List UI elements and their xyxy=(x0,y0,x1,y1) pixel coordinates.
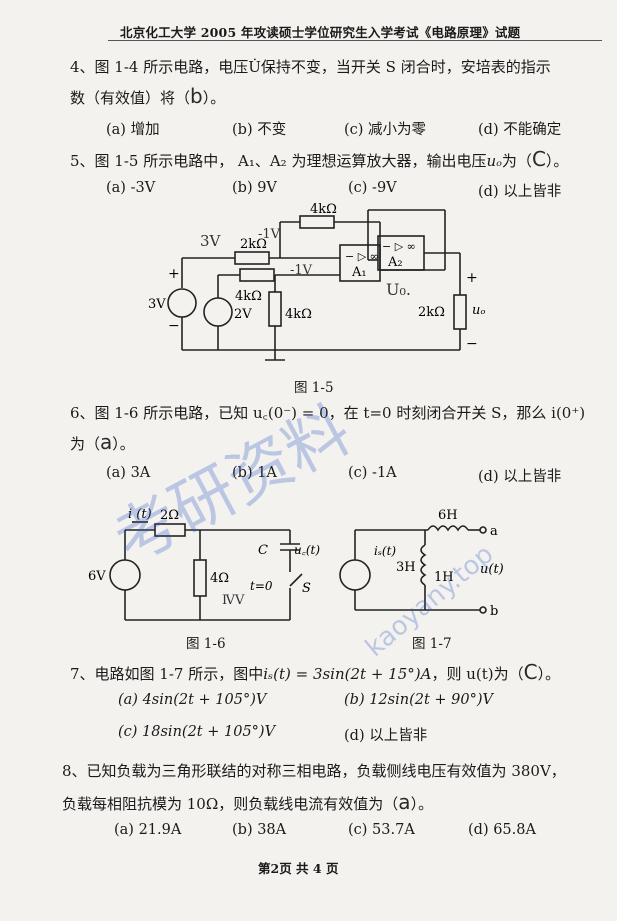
q7-text-c: ）。 xyxy=(537,665,561,683)
q4-option-b: (b) 不变 xyxy=(232,122,287,138)
q7-text: 7、电路如图 1-7 所示，图中 xyxy=(70,665,264,683)
fig5-handnote-3v: 3V xyxy=(200,232,222,250)
q4-option-a: (a) 增加 xyxy=(106,122,160,138)
fig6-switch-label: S xyxy=(302,581,311,596)
figure-1-5: 4kΩ 2kΩ 4kΩ 4kΩ 2kΩ 3V 2V − ▷ ∞ A₁ − ▷ ∞… xyxy=(148,202,485,361)
q7-line1: 7、电路如图 1-7 所示，图中iₛ(t) = 3sin(2t + 15°)A，… xyxy=(70,660,560,684)
q4-line1: 4、图 1-4 所示电路，电压U̇保持不变，当开关 S 闭合时，安培表的指示 xyxy=(70,58,551,76)
header-rule xyxy=(108,40,602,41)
q5-uo: uₒ xyxy=(486,152,502,170)
fig5-plus-2: + xyxy=(466,270,478,286)
fig5-r-ground: 4kΩ xyxy=(285,307,312,322)
q8-option-d: (d) 65.8A xyxy=(468,822,536,838)
q6-text: 为（ xyxy=(70,435,101,453)
q4-line2: 数（有效值）将（b）。 xyxy=(70,84,225,108)
q5-option-a: (a) -3V xyxy=(106,180,156,196)
q5-option-d: (d) 以上皆非 xyxy=(478,184,562,200)
fig5-minus-1: − xyxy=(168,318,180,334)
q4-handwritten-answer: b xyxy=(190,84,203,108)
fig5-r-mid: 4kΩ xyxy=(235,289,262,304)
q5-handwritten-answer: C xyxy=(531,147,546,171)
q6-line1: 6、图 1-6 所示电路，已知 u꜀(0⁻) = 0，在 t=0 时刻闭合开关 … xyxy=(70,404,586,422)
fig5-out: uₒ xyxy=(472,303,485,318)
q6-option-d: (d) 以上皆非 xyxy=(478,469,562,485)
q8-text-b: ）。 xyxy=(410,795,434,813)
fig5-minus-2: − xyxy=(466,336,478,352)
fig6-cap: C xyxy=(258,543,268,558)
fig7-caption: 图 1-7 xyxy=(412,636,452,652)
q5-text-c: ）。 xyxy=(545,152,569,170)
figure-1-6: i (t) 2Ω 4Ω 6V C C u꜀(t) t=0 S ⅣⅤ xyxy=(88,507,320,621)
fig6-current: i (t) xyxy=(128,507,152,522)
q7-formula: iₛ(t) = 3sin(2t + 15°)A xyxy=(263,665,432,683)
q8-option-a: (a) 21.9A xyxy=(114,822,182,838)
q4-option-d: (d) 不能确定 xyxy=(478,122,562,138)
page-header: 北京化工大学 2005 年攻读硕士学位研究生入学考试《电路原理》试题 xyxy=(120,25,521,40)
q4-line2-end: ）。 xyxy=(202,89,226,107)
fig6-uc: u꜀(t) xyxy=(294,543,320,557)
q8-line1: 8、已知负载为三角形联结的对称三相电路，负载侧线电压有效值为 380V， xyxy=(62,762,566,780)
fig6-src: 6V xyxy=(88,569,106,584)
fig5-r-load: 2kΩ xyxy=(418,305,445,320)
q7-handwritten-answer: C xyxy=(523,660,538,684)
fig7-l2: 3H xyxy=(396,560,416,575)
fig5-op2: A₂ xyxy=(387,255,403,270)
fig6-r2: 4Ω xyxy=(210,571,229,586)
q8-handwritten-answer: a xyxy=(398,790,411,814)
fig6-caption: 图 1-6 xyxy=(186,636,226,652)
fig5-handnote-1v: -1V xyxy=(258,227,281,242)
q8-option-b: (b) 38A xyxy=(232,822,287,838)
page-footer: 第2页 共 4 页 xyxy=(258,861,339,876)
fig6-r1: 2Ω xyxy=(160,508,179,523)
q5-option-b: (b) 9V xyxy=(232,180,277,196)
q5-text: 5、图 1-5 所示电路中， A₁、A₂ 为理想运算放大器，输出电压 xyxy=(70,152,487,170)
fig5-src2: 2V xyxy=(234,307,252,322)
figure-1-7: iₛ(t) 6H 3H 1H u(t) a b xyxy=(339,508,504,619)
fig7-l1: 6H xyxy=(438,508,458,523)
fig6-handnote: ⅣⅤ xyxy=(222,593,245,608)
fig7-b: b xyxy=(490,604,498,619)
q6-text-b: ）。 xyxy=(112,435,135,453)
q5-line1: 5、图 1-5 所示电路中， A₁、A₂ 为理想运算放大器，输出电压uₒ为（C）… xyxy=(70,147,568,171)
q5-option-c: (c) -9V xyxy=(348,180,397,196)
fig7-l3: 1H xyxy=(434,570,454,585)
fig5-r-in: 2kΩ xyxy=(240,237,267,252)
fig7-is: iₛ(t) xyxy=(374,544,396,558)
fig5-op2-symbol: − ▷ ∞ xyxy=(382,240,416,253)
q6-line2: 为（a）。 xyxy=(70,430,135,454)
fig7-a: a xyxy=(490,524,498,539)
fig5-src1: 3V xyxy=(148,297,166,312)
q4-line2-text: 数（有效值）将（ xyxy=(70,89,191,107)
fig7-ut: u(t) xyxy=(480,562,504,577)
q6-handwritten-answer: a xyxy=(100,430,113,454)
q7-option-c: (c) 18sin(2t + 105°)V xyxy=(118,724,276,740)
fig5-handnote-uo: U₀. xyxy=(386,280,411,299)
fig5-plus-1: + xyxy=(168,266,180,282)
fig6-switch-time: t=0 xyxy=(250,579,273,593)
q7-text-b: ，则 u(t)为（ xyxy=(431,665,524,683)
fig5-handnote-1v-b: -1V xyxy=(290,263,313,278)
q4-option-c: (c) 减小为零 xyxy=(344,122,427,138)
q5-text-b: 为（ xyxy=(501,152,532,170)
q7-option-b: (b) 12sin(2t + 90°)V xyxy=(344,692,493,708)
q6-option-a: (a) 3A xyxy=(106,465,151,481)
fig5-caption: 图 1-5 xyxy=(294,380,334,396)
fig5-op1-symbol: − ▷ ∞ xyxy=(345,250,379,263)
q7-option-a: (a) 4sin(2t + 105°)V xyxy=(118,692,267,708)
q6-option-c: (c) -1A xyxy=(348,465,397,481)
q8-option-c: (c) 53.7A xyxy=(348,822,415,838)
q8-text: 负载每相阻抗模为 10Ω，则负载线电流有效值为（ xyxy=(62,795,399,813)
fig5-op1: A₁ xyxy=(351,265,367,280)
q7-option-d: (d) 以上皆非 xyxy=(344,728,428,744)
q8-line2: 负载每相阻抗模为 10Ω，则负载线电流有效值为（a）。 xyxy=(62,790,433,814)
fig5-r-top: 4kΩ xyxy=(310,202,337,217)
q6-option-b: (b) 1A xyxy=(232,465,277,481)
